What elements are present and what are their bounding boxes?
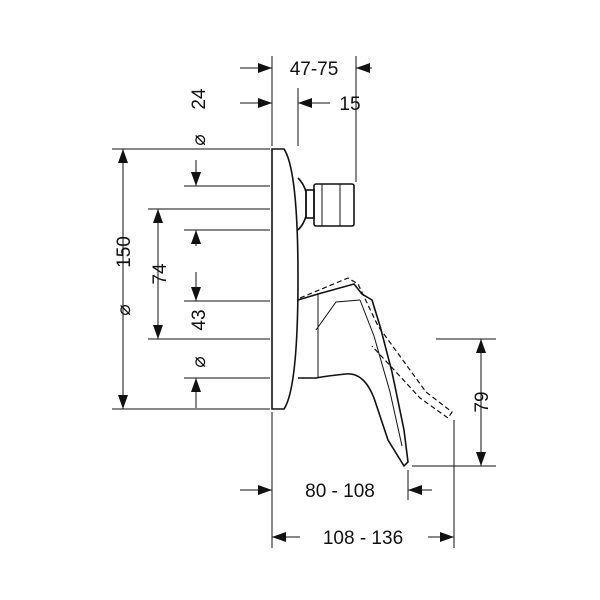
dim-plate-diameter-symbol: ⌀ [114,304,135,315]
dim-plate-depth-label: 15 [339,94,360,115]
dim-handle-height: 79 [472,339,493,466]
dim-total-reach-label: 108 - 136 [323,528,403,549]
dim-total-reach: 108 - 136 [272,528,454,549]
dim-plate-diameter-label: 150 [114,236,135,268]
diverter-knob [297,177,355,231]
dim-cartridge-diameter-label: 24 [189,88,210,110]
spout-body [297,277,453,468]
extension-lines [112,56,496,548]
dim-spout-diameter-label: 43 [189,309,210,330]
dim-plate-diameter: ⌀ 150 [114,149,135,409]
wall-plate [271,148,299,410]
dim-handle-height-label: 79 [472,391,493,412]
dim-plate-depth: 15 [240,94,361,115]
dim-spout-reach: 80 - 108 [240,481,432,502]
dim-cartridge-diameter-symbol: ⌀ [189,134,210,145]
dim-spout-diameter: 43 ⌀ [189,272,210,408]
dim-cartridge-diameter: 24 ⌀ [189,88,210,246]
dim-axis-offset-label: 74 [150,263,171,285]
dim-spout-reach-label: 80 - 108 [305,481,375,502]
dim-axis-offset: 74 [150,209,171,339]
dim-projection-range: 47-75 [240,59,372,80]
dim-projection-range-label: 47-75 [290,59,339,80]
dim-spout-diameter-symbol: ⌀ [189,356,210,367]
